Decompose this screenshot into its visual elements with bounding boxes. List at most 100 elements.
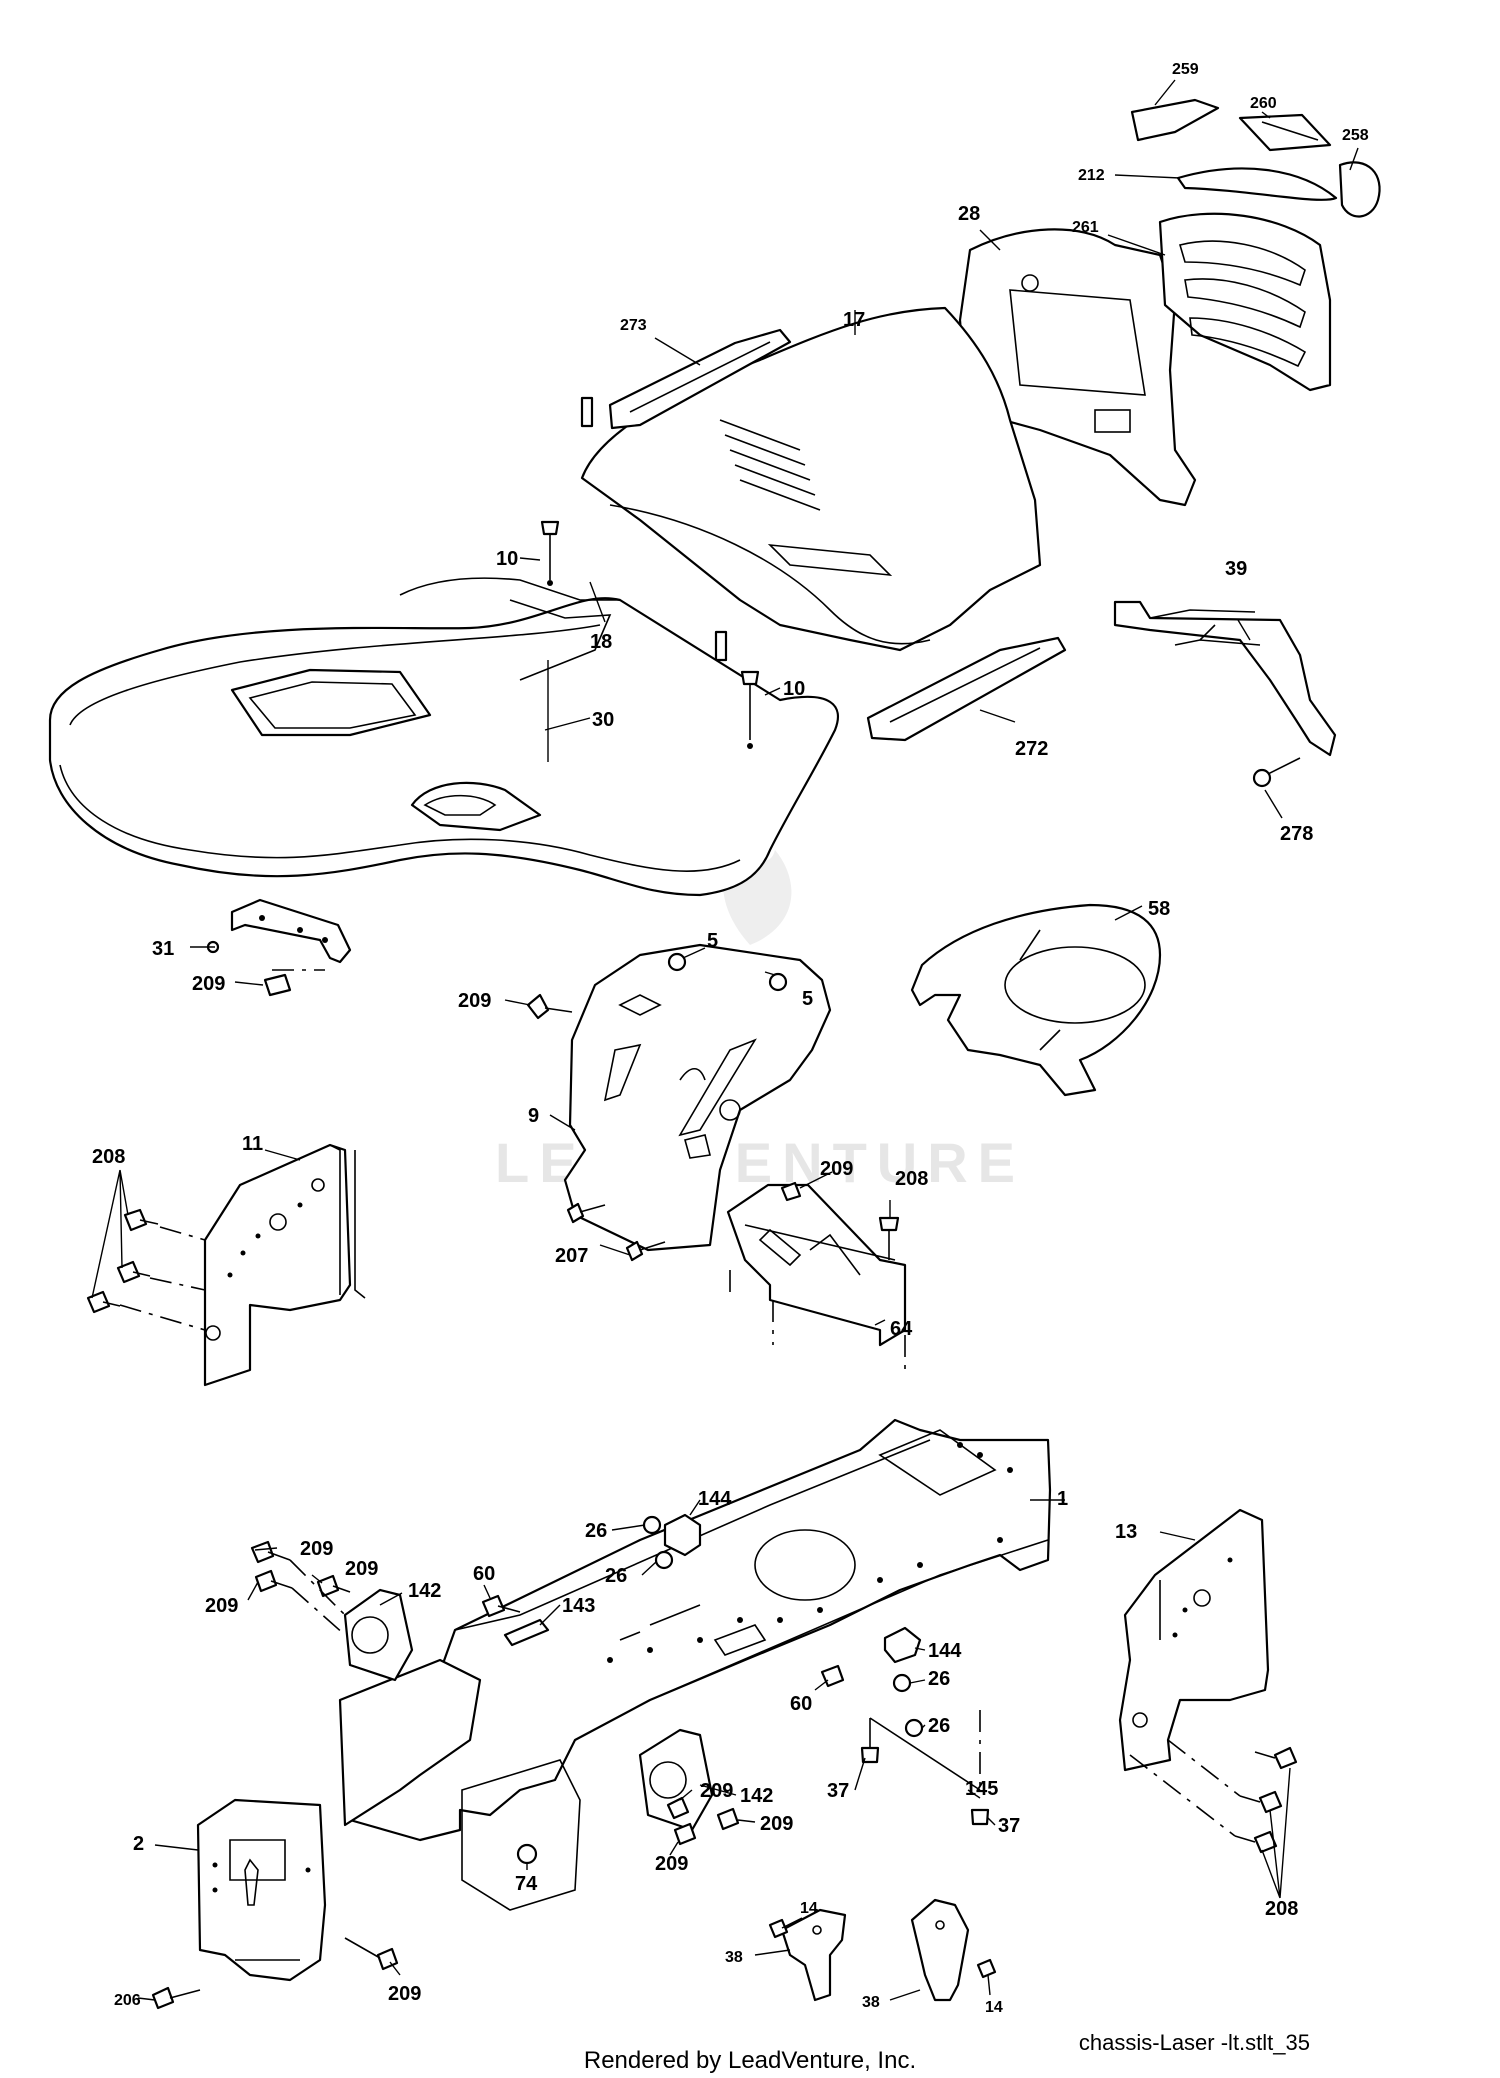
callout-1: 1 (1057, 1488, 1068, 1510)
callout-9: 9 (528, 1105, 539, 1127)
part-209-bolts-left-frame (250, 1540, 351, 1636)
callout-26d: 26 (928, 1715, 950, 1737)
callout-58: 58 (1148, 898, 1170, 920)
part-207-bolts (566, 1202, 666, 1262)
part-18-bumper-a (580, 396, 594, 428)
diagram-reference: chassis-Laser -lt.stlt_35 (1078, 2030, 1310, 2055)
part-209-bolt-c (780, 1181, 802, 1202)
callout-144a: 144 (698, 1488, 732, 1510)
callout-209j: 209 (388, 1983, 421, 2005)
callout-209b: 209 (458, 990, 491, 1012)
callout-143: 143 (562, 1595, 595, 1617)
part-278-bolt (1252, 757, 1301, 788)
part-145-rod (869, 1710, 981, 1791)
part-17-hood (580, 306, 1042, 652)
part-212-trim (1176, 167, 1338, 201)
callout-278: 278 (1280, 823, 1313, 845)
part-9-dash-panel (563, 943, 832, 1252)
callout-142a: 142 (408, 1580, 441, 1602)
part-28-grille-frame (958, 228, 1197, 507)
part-14-bolt-a (768, 1918, 789, 1939)
part-144-clip-b (883, 1626, 922, 1664)
callout-31: 31 (152, 938, 174, 960)
part-37-bolt-b (970, 1808, 990, 1826)
part-260-lens (1238, 113, 1332, 152)
part-11-side-plate (203, 1143, 366, 1387)
callout-38b: 38 (862, 1994, 880, 2011)
part-58-shield (910, 903, 1162, 1097)
callout-14b: 14 (985, 1999, 1003, 2016)
part-10-bolt-b (740, 670, 760, 749)
part-13-side-plate (1118, 1508, 1270, 1772)
callout-28: 28 (958, 203, 980, 225)
callout-207: 207 (555, 1245, 588, 1267)
callout-145: 145 (965, 1778, 998, 1800)
part-14-bolt-b (976, 1958, 997, 1979)
part-26-nut-a (642, 1515, 662, 1535)
callout-38a: 38 (725, 1949, 743, 1966)
callout-26c: 26 (928, 1668, 950, 1690)
part-26-nut-b (654, 1550, 674, 1570)
callout-212: 212 (1078, 167, 1105, 184)
leader-lines (91, 79, 1359, 2001)
callout-26b: 26 (605, 1565, 627, 1587)
callout-208c: 208 (1265, 1898, 1298, 1920)
callout-37b: 37 (998, 1815, 1020, 1837)
callout-209h: 209 (760, 1813, 793, 1835)
part-258-ornament (1338, 161, 1381, 218)
part-209-bolt-lower (344, 1937, 399, 1971)
callout-5a: 5 (707, 930, 718, 952)
callout-209f: 209 (205, 1595, 238, 1617)
part-206-bolt (151, 1986, 201, 2010)
render-credit: Rendered by LeadVenture, Inc. (583, 2047, 917, 2074)
callout-2: 2 (133, 1833, 144, 1855)
part-37-bolt-a (860, 1746, 880, 1764)
callout-273: 273 (620, 317, 647, 334)
callout-60a: 60 (473, 1563, 495, 1585)
callout-5b: 5 (802, 988, 813, 1010)
part-209-bolt-b (526, 993, 573, 1020)
part-143-strap (503, 1618, 550, 1647)
callout-208b: 208 (895, 1168, 928, 1190)
callout-26a: 26 (585, 1520, 607, 1542)
part-1-frame (338, 1418, 1052, 1911)
callout-37a: 37 (827, 1780, 849, 1802)
callout-11: 11 (242, 1133, 263, 1155)
part-209-bolts-mid (666, 1796, 740, 1846)
part-261-grille-insert (1158, 212, 1332, 392)
fender-group (48, 577, 840, 897)
part-2-front-bracket (196, 1798, 327, 1982)
callout-18: 18 (590, 631, 612, 653)
part-142-bracket-b (638, 1728, 714, 1832)
part-26-nut-d (904, 1718, 924, 1738)
callout-17: 17 (843, 309, 865, 331)
callout-258: 258 (1342, 127, 1369, 144)
callout-144b: 144 (928, 1640, 962, 1662)
callout-209c: 209 (820, 1158, 853, 1180)
callout-208a: 208 (92, 1146, 125, 1168)
callout-14a: 14 (800, 1900, 818, 1917)
callout-10a: 10 (496, 548, 518, 570)
callout-74: 74 (515, 1873, 538, 1895)
part-60-bolt-a (481, 1594, 521, 1618)
callout-209a: 209 (192, 973, 225, 995)
callout-259: 259 (1172, 61, 1199, 78)
part-208-bolt-b (878, 1216, 900, 1260)
callout-209i: 209 (655, 1853, 688, 1875)
part-272-side-panel (866, 636, 1067, 742)
callout-206: 206 (114, 1992, 141, 2009)
part-74-nut (516, 1843, 538, 1865)
part-18-bumper-b (714, 630, 728, 662)
part-64-bracket (726, 1183, 907, 1370)
callout-261: 261 (1072, 219, 1099, 236)
part-142-bracket-a (343, 1588, 414, 1682)
part-39-bracket (1113, 600, 1337, 757)
callout-272: 272 (1015, 738, 1048, 760)
callout-142b: 142 (740, 1785, 773, 1807)
callout-64: 64 (890, 1318, 913, 1340)
callout-60b: 60 (790, 1693, 812, 1715)
callout-209d: 209 (300, 1538, 333, 1560)
part-10-bolt-a (540, 520, 560, 586)
callout-209g: 209 (700, 1780, 733, 1802)
hood-group (580, 98, 1381, 742)
